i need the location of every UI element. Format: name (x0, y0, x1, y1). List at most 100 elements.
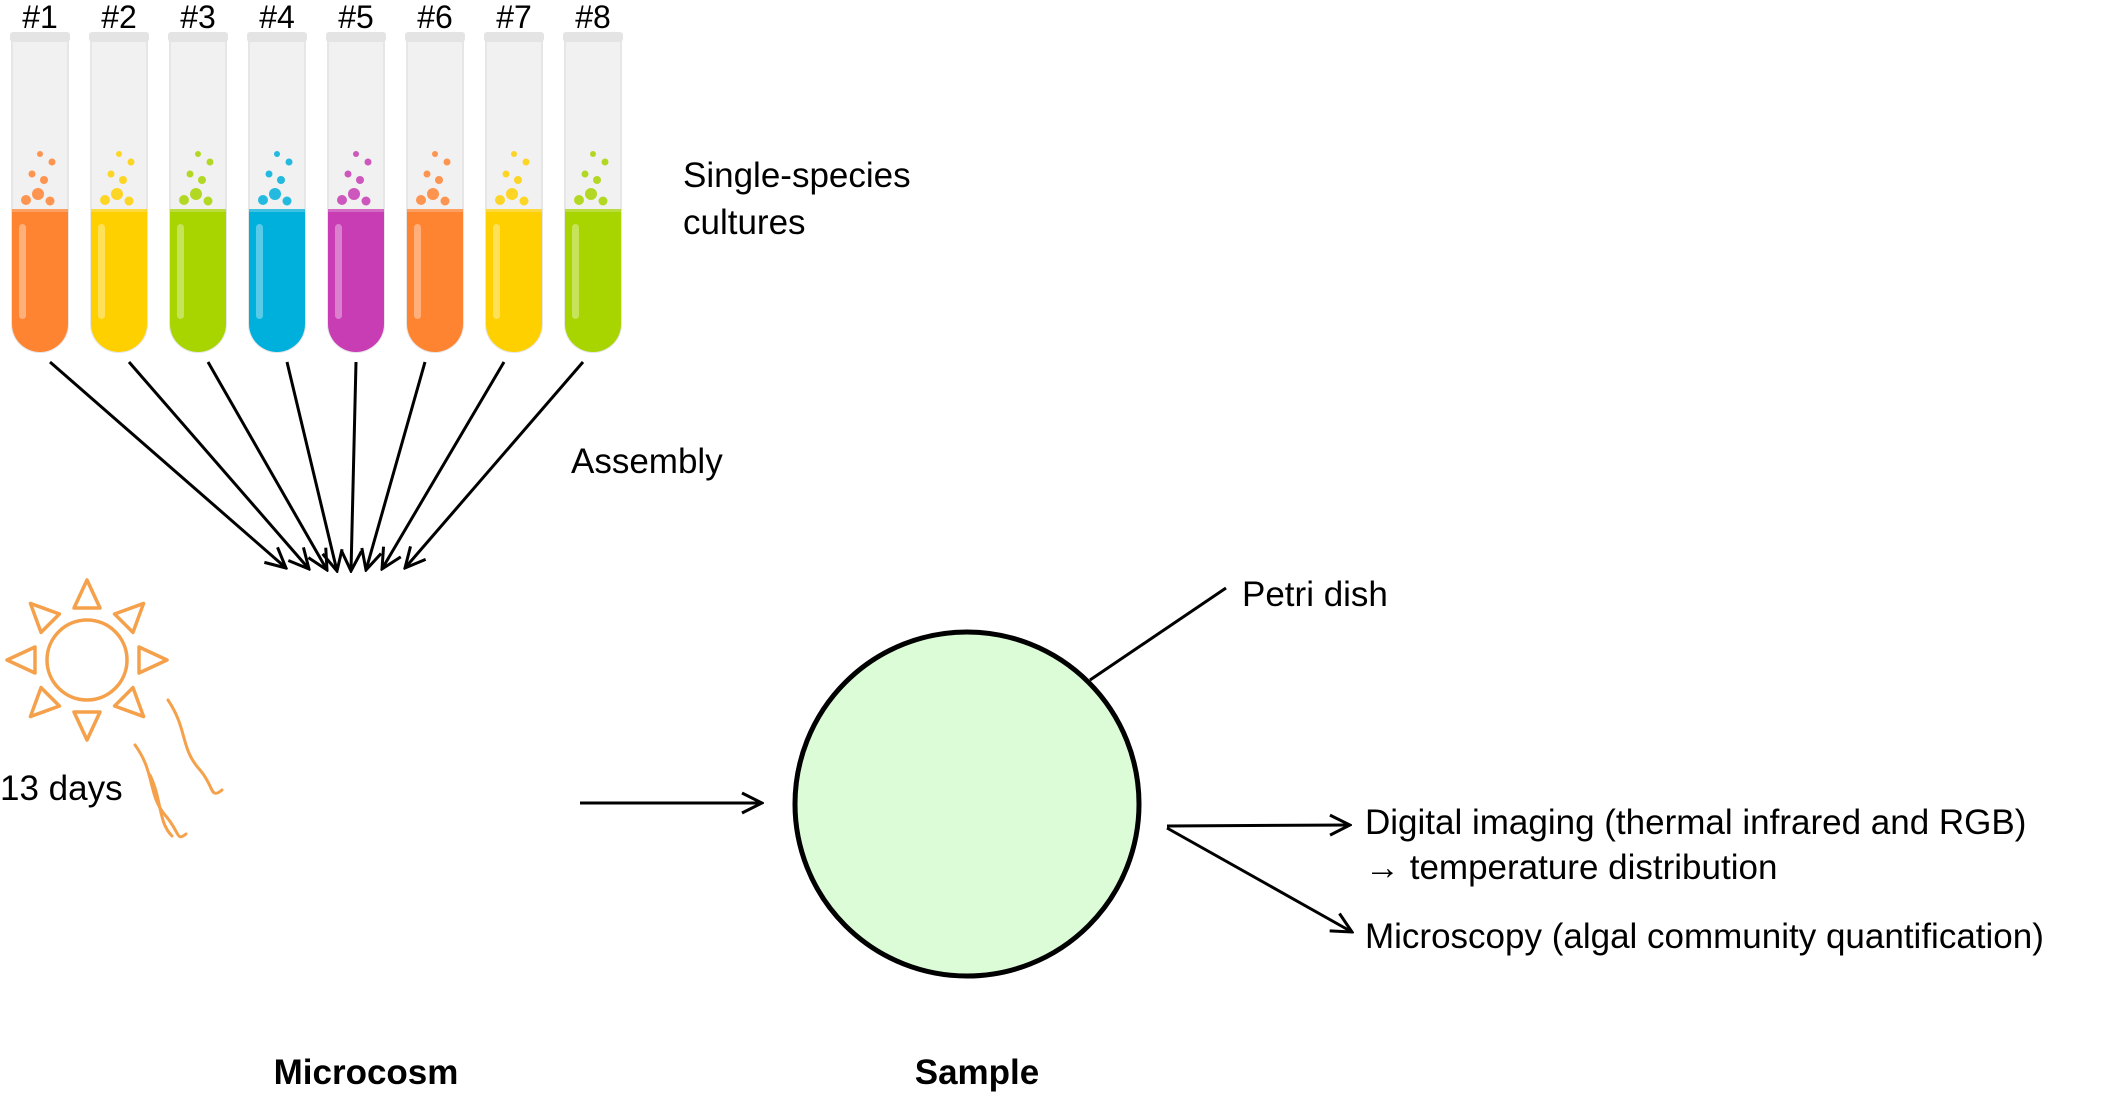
tube-bubble (203, 196, 213, 206)
tube-bubble (179, 195, 189, 205)
tube-highlight (177, 224, 184, 319)
tube-bubble (416, 195, 426, 205)
tube-rim (326, 32, 386, 42)
sample-caption: Sample (915, 1053, 1040, 1092)
tube-liquid (170, 212, 226, 352)
tube-bubble (574, 195, 584, 205)
tube-bubble (581, 170, 589, 178)
test-tube-7: #7 (484, 0, 544, 353)
imaging-label-line1: Digital imaging (thermal infrared and RG… (1365, 803, 2026, 842)
assembly-arrow-7 (382, 361, 506, 569)
tube-bubble (440, 196, 450, 206)
microcosm-caption: Microcosm (274, 1053, 459, 1092)
tube-bubble (356, 176, 364, 184)
tube-bubble (601, 158, 609, 166)
tube-bubble (443, 158, 451, 166)
tube-bubble (119, 176, 127, 184)
tube-bubble (427, 188, 439, 200)
tube-rim (484, 32, 544, 42)
tube-bubble (432, 151, 438, 157)
microscopy-label: Microscopy (algal community quantificati… (1365, 917, 2044, 956)
tube-liquid-surface (486, 209, 542, 216)
tube-bubble (495, 195, 505, 205)
tube-label-2: #2 (101, 0, 137, 35)
tube-liquid (407, 212, 463, 352)
tube-bubble (348, 188, 360, 200)
tube-liquid (328, 212, 384, 352)
tube-bubble (274, 151, 280, 157)
duration-label: 13 days (0, 769, 123, 808)
microscopy-arrow (1166, 826, 1352, 932)
sun-icon (5, 578, 169, 742)
assembly-arrow-4 (285, 361, 337, 571)
test-tube-5: #5 (326, 0, 386, 353)
tube-bubble (186, 170, 194, 178)
sun-ray (137, 645, 169, 675)
tube-label-8: #8 (575, 0, 611, 35)
tube-bubble (258, 195, 268, 205)
assembly-arrow-2 (127, 361, 309, 569)
tube-label-5: #5 (338, 0, 374, 35)
tube-bubble (423, 170, 431, 178)
tube-bubble (32, 188, 44, 200)
tube-rim (10, 32, 70, 42)
tube-rim (247, 32, 307, 42)
imaging-arrow (1166, 825, 1350, 826)
tube-bubble (277, 176, 285, 184)
single-species-label-line1: Single-species (683, 156, 911, 195)
assembly-arrow-1 (49, 360, 286, 568)
tube-bubble (111, 188, 123, 200)
tube-bubble (107, 170, 115, 178)
tube-bubble (285, 158, 293, 166)
tube-liquid-surface (328, 209, 384, 216)
tube-bubble (585, 188, 597, 200)
tube-liquid-surface (249, 209, 305, 216)
tube-bubble (116, 151, 122, 157)
tube-bubble (519, 196, 529, 206)
assembly-arrow-8 (405, 361, 585, 568)
tube-bubble (269, 188, 281, 200)
tube-bubble (37, 151, 43, 157)
tube-liquid (486, 212, 542, 352)
tube-rim (89, 32, 149, 42)
single-species-label-line2: cultures (683, 203, 806, 242)
sun-ray (28, 601, 62, 635)
tube-bubble (514, 176, 522, 184)
tube-bubble (28, 170, 36, 178)
tube-liquid (91, 212, 147, 352)
tube-label-4: #4 (259, 0, 295, 35)
tube-highlight (572, 224, 579, 319)
assembly-arrows (49, 360, 585, 571)
tube-bubble (40, 176, 48, 184)
tube-rim (168, 32, 228, 42)
test-tube-2: #2 (89, 0, 149, 353)
tube-bubble (265, 170, 273, 178)
tube-bubble (282, 196, 292, 206)
tube-label-7: #7 (496, 0, 532, 35)
tube-rim (563, 32, 623, 42)
tube-bubble (127, 158, 135, 166)
tube-liquid-surface (170, 209, 226, 216)
tube-bubble (206, 158, 214, 166)
tube-label-6: #6 (417, 0, 453, 35)
assembly-arrow-5 (351, 361, 356, 571)
assembly-arrow-6 (366, 361, 427, 570)
sun-ray (112, 685, 146, 719)
tube-bubble (353, 151, 359, 157)
tube-liquid-surface (91, 209, 147, 216)
tube-highlight (256, 224, 263, 319)
tube-bubble (598, 196, 608, 206)
test-tube-3: #3 (168, 0, 228, 353)
tube-rim (405, 32, 465, 42)
tube-bubble (511, 151, 517, 157)
sun-ray (28, 685, 62, 719)
tube-liquid-surface (565, 209, 621, 216)
test-tube-6: #6 (405, 0, 465, 353)
tube-highlight (493, 224, 500, 319)
tube-label-3: #3 (180, 0, 216, 35)
tube-liquid (12, 212, 68, 352)
tube-bubble (190, 188, 202, 200)
tube-bubble (344, 170, 352, 178)
tube-bubble (48, 158, 56, 166)
